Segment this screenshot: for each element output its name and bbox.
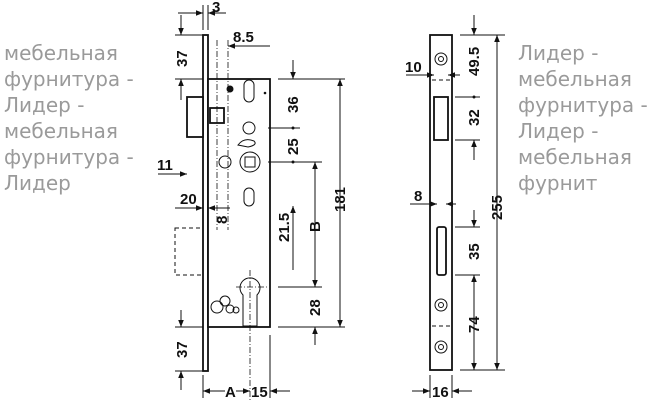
- dim-16: 16: [432, 384, 449, 400]
- dim-21-5: 21.5: [276, 213, 293, 242]
- dim-15: 15: [251, 384, 268, 400]
- dim-8: 8: [214, 216, 231, 224]
- watermark-line-1: мебельная фурнитура - Лидер - мебельная …: [4, 41, 134, 195]
- dim-strike-8: 8: [414, 188, 422, 205]
- latch-bolt: [186, 96, 204, 138]
- dim-36: 36: [285, 96, 302, 113]
- strike-plate-drawing: [406, 15, 505, 398]
- dim-top-offset: 37: [174, 50, 191, 67]
- follower-square: [239, 151, 261, 173]
- dim-a: A: [225, 384, 236, 400]
- dim-20: 20: [180, 191, 197, 208]
- dim-255: 255: [489, 195, 506, 220]
- lock-body-drawing: [158, 5, 345, 400]
- deadbolt-outline: [174, 227, 204, 276]
- bolt-opening: [436, 226, 447, 276]
- dim-32: 32: [466, 109, 483, 126]
- dim-25: 25: [285, 138, 302, 155]
- dim-35: 35: [466, 243, 483, 260]
- strike-plate: [429, 34, 453, 371]
- cylinder-hole: [239, 277, 261, 327]
- dim-faceplate-thickness: 3: [212, 0, 220, 16]
- dim-10: 10: [405, 59, 422, 76]
- dim-74: 74: [466, 316, 483, 333]
- dim-49-5: 49.5: [466, 47, 483, 76]
- dim-11: 11: [157, 157, 173, 174]
- dim-181: 181: [332, 187, 349, 212]
- dim-b: B: [307, 221, 324, 232]
- dim-8-5: 8.5: [233, 29, 254, 46]
- watermark-line-2: Лидер - мебельная фурнитура - Лидер - ме…: [518, 41, 648, 195]
- latch-opening: [433, 96, 449, 141]
- dim-bottom-offset: 37: [174, 341, 191, 358]
- dim-28: 28: [307, 299, 324, 316]
